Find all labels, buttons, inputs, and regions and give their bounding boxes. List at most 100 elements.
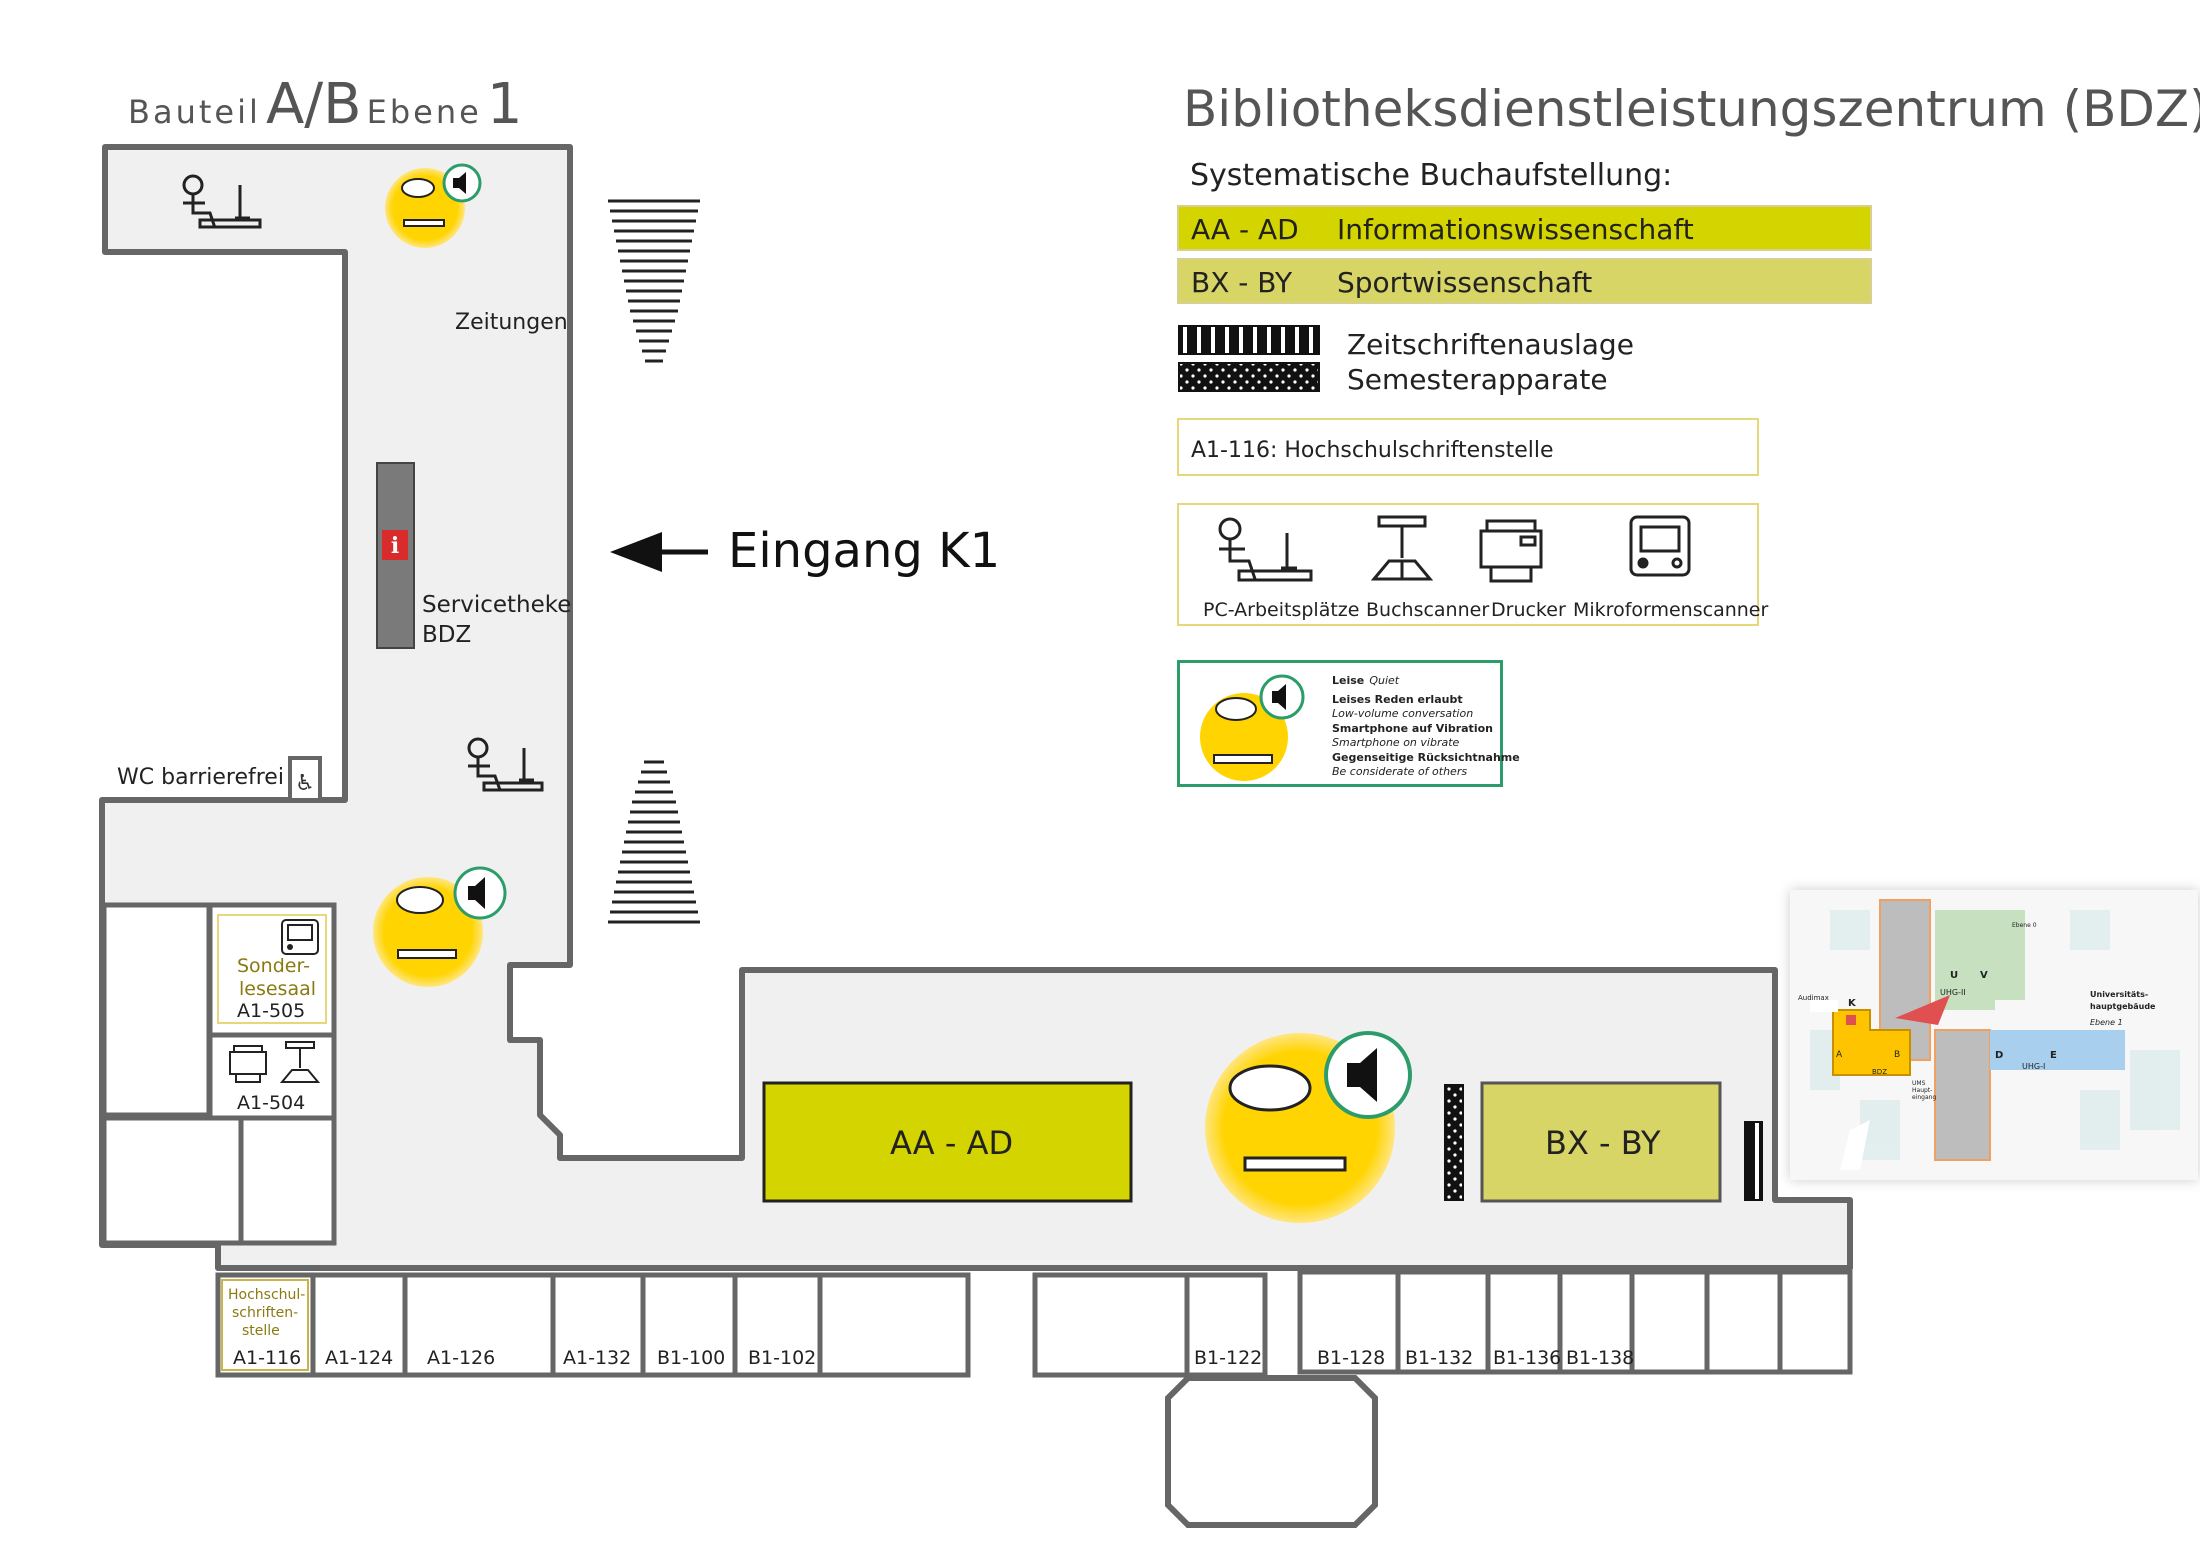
equipment-icons — [1218, 515, 1691, 583]
overview-label: UMS Haupt-eingang — [1912, 1080, 1937, 1101]
printer-icon — [229, 1045, 267, 1083]
overview-label: E — [2050, 1050, 2057, 1061]
quiet-line-en: Low-volume conversation — [1332, 707, 1474, 720]
icon-label-drucker: Drucker — [1491, 599, 1566, 621]
plan-header: Bauteil A/B Ebene 1 — [128, 72, 523, 137]
room-label: A1-132 — [563, 1347, 632, 1369]
stripes-swatch — [1178, 325, 1320, 355]
quiet-line-de: Leises Reden erlaubt — [1332, 693, 1463, 706]
wheelchair-icon: ♿ — [295, 771, 315, 796]
quiet-zone-top — [385, 163, 482, 248]
stairs-lower — [608, 760, 700, 924]
label-lesesaal: lesesaal — [239, 978, 317, 1000]
pc-workstation-icon — [1218, 517, 1313, 582]
semesterapparate-shelf — [1444, 1084, 1464, 1201]
quiet-title: Leise — [1332, 674, 1365, 687]
stairs-upper — [608, 199, 700, 363]
entrance-arrow — [610, 532, 708, 572]
overview-label: Audimax — [1798, 994, 1829, 1002]
quiet-line-de: Gegenseitige Rücksichtnahme — [1332, 751, 1520, 764]
quiet-zone-middle — [373, 866, 507, 987]
ebene-label: Ebene — [366, 93, 482, 131]
room-label: A1-505 — [237, 1000, 306, 1022]
legend-row-aa-ad: AA - AD Informationswissenschaft — [1177, 205, 1872, 251]
equipment-legend: PC-Arbeitsplätze Buchscanner Drucker Mik… — [1177, 503, 1768, 626]
book-scanner-icon — [1370, 515, 1434, 581]
overview-label: U — [1950, 970, 1959, 981]
overview-map: Audimax K U V A B BDZ D E UHG-I UHG-II U… — [1790, 890, 2198, 1180]
label-schriften: schriften- — [232, 1305, 299, 1321]
label-stelle: stelle — [242, 1323, 280, 1339]
overview-label: D — [1995, 1050, 2004, 1061]
info-glyph: i — [391, 533, 399, 559]
book-scanner-icon — [279, 1041, 321, 1083]
hochschulschriftenstelle-frame — [221, 1279, 309, 1371]
legend-patterns — [1178, 325, 1320, 392]
overview-label: A — [1836, 1050, 1843, 1060]
pc-workstation-icon — [182, 174, 262, 229]
label-hochschul: Hochschul- — [228, 1287, 306, 1303]
legend-code: BX - BY — [1191, 266, 1293, 299]
zeitschriften-shelf — [1744, 1121, 1763, 1201]
label-entrance: Eingang K1 — [728, 523, 1001, 579]
overview-shapes — [1810, 899, 2180, 1170]
pc-workstation-icon — [467, 737, 544, 792]
legend-subject: Informationswissenschaft — [1337, 213, 1694, 246]
label-bdz: BDZ — [422, 622, 472, 648]
quiet-zone-main — [1205, 1031, 1412, 1223]
dots-swatch — [1178, 362, 1320, 392]
sonderlesesaal-frame — [217, 914, 327, 1024]
room-label: B1-132 — [1405, 1347, 1474, 1369]
quiet-zone-legend: Leise Quiet Leises Reden erlaubt Low-vol… — [1177, 660, 1520, 787]
room-label: B1-102 — [748, 1347, 817, 1369]
shelf-label-bx: BX - BY — [1545, 1124, 1661, 1162]
microform-scanner-icon — [281, 919, 319, 955]
room-label: B1-136 — [1493, 1347, 1562, 1369]
room-label: A1-116 — [233, 1347, 302, 1369]
overview-label: BDZ — [1872, 1068, 1887, 1076]
quiet-zone-icon — [1200, 674, 1305, 781]
bauteil-label: Bauteil — [128, 93, 261, 131]
icon-label-pc: PC-Arbeitsplätze — [1203, 599, 1360, 621]
floor-outline — [99, 144, 1853, 1271]
quiet-line-en: Be considerate of others — [1332, 765, 1468, 778]
legend-subject: Sportwissenschaft — [1337, 266, 1593, 299]
label-servicetheke: Servicetheke — [422, 592, 572, 618]
label-zeitungen: Zeitungen — [455, 310, 568, 335]
overview-label: V — [1980, 970, 1988, 981]
room-note: A1-116: Hochschulschriftenstelle — [1191, 438, 1554, 463]
printer-icon — [1479, 519, 1543, 583]
lower-octagon-room — [1165, 1375, 1378, 1528]
room-label: A1-124 — [325, 1347, 394, 1369]
legend-code: AA - AD — [1191, 213, 1299, 246]
quiet-line-de: Smartphone auf Vibration — [1332, 722, 1493, 735]
bauteil-value: A/B — [265, 72, 362, 137]
quiet-title-en: Quiet — [1369, 674, 1400, 687]
info-icon — [382, 530, 408, 560]
icon-label-buchscanner: Buchscanner — [1366, 599, 1490, 621]
label-wc: WC barrierefrei — [117, 765, 284, 790]
room-label: B1-122 — [1194, 1347, 1263, 1369]
ebene-value: 1 — [486, 72, 523, 137]
wc-room — [288, 756, 322, 802]
quiet-line-en: Smartphone on vibrate — [1332, 736, 1460, 749]
room-label: B1-128 — [1317, 1347, 1386, 1369]
overview-label: Ebene 1 — [2090, 1018, 2123, 1027]
room-equipment — [229, 1041, 321, 1083]
icon-label-mikroformen: Mikroformenscanner — [1573, 599, 1769, 621]
overview-label: UHG-II — [1940, 988, 1966, 997]
room-label: B1-100 — [657, 1347, 726, 1369]
room-label: B1-138 — [1566, 1347, 1635, 1369]
left-rooms — [101, 902, 337, 1246]
page-title: Bibliotheksdienstleistungszentrum (BDZ) — [1183, 80, 2200, 138]
room-label: A1-504 — [237, 1092, 306, 1114]
overview-label: Universitäts- — [2090, 990, 2149, 999]
microform-scanner-icon — [1629, 515, 1691, 577]
label-sonder: Sonder- — [237, 955, 310, 977]
shelf-aa-ad — [762, 1081, 1133, 1203]
overview-label: B — [1894, 1050, 1901, 1060]
overview-label: K — [1848, 998, 1856, 1009]
legend-row-bx-by: BX - BY Sportwissenschaft — [1177, 258, 1872, 304]
shelf-label-aa: AA - AD — [890, 1124, 1014, 1162]
legend-zeitschriften: Zeitschriftenauslage — [1347, 328, 1634, 361]
